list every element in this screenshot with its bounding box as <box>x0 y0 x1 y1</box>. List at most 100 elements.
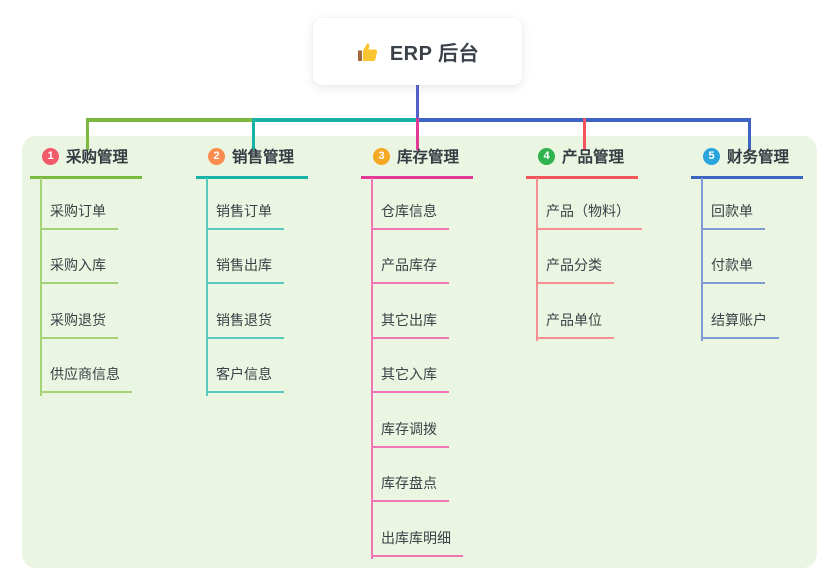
leaf-label: 结算账户 <box>711 311 767 328</box>
branch-node[interactable]: 1 采购管理 <box>30 145 143 179</box>
root-node[interactable]: ERP 后台 <box>313 18 522 85</box>
branch-children: 采购订单采购入库采购退货供应商信息 <box>30 175 132 393</box>
branch-children: 销售订单销售出库销售退货客户信息 <box>196 175 284 393</box>
branch-node[interactable]: 3 库存管理 <box>361 145 474 179</box>
branch-label: 采购管理 <box>66 149 129 166</box>
thumbs-up-icon <box>356 40 380 64</box>
leaf-node[interactable]: 其它出库 <box>361 284 463 339</box>
root-title: ERP 后台 <box>389 43 480 65</box>
leaf-label: 供应商信息 <box>50 366 120 382</box>
branch-label: 财务管理 <box>727 149 790 166</box>
leaf-underline: 客户信息 <box>206 364 284 393</box>
leaf-label: 采购退货 <box>50 311 106 328</box>
leaf-label: 产品单位 <box>546 311 602 328</box>
leaf-underline: 采购订单 <box>40 201 118 230</box>
leaf-node[interactable]: 销售退货 <box>196 284 284 339</box>
leaf-label: 其它入库 <box>381 366 437 382</box>
leaf-underline: 结算账户 <box>701 310 779 339</box>
leaf-node[interactable]: 采购退货 <box>30 284 132 339</box>
leaf-node[interactable]: 销售订单 <box>196 175 284 230</box>
leaf-underline: 采购退货 <box>40 310 118 339</box>
leaf-node[interactable]: 产品单位 <box>526 284 642 339</box>
bus-segment-2 <box>252 118 419 122</box>
root-drop-line <box>416 85 419 121</box>
branch-children: 仓库信息产品库存其它出库其它入库库存调拨库存盘点出库库明细 <box>361 175 463 557</box>
branch-column: 1 采购管理 采购订单采购入库采购退货供应商信息 <box>30 145 190 396</box>
branch-number-badge: 1 <box>42 147 59 165</box>
branch-connector-line <box>206 178 208 396</box>
branches-panel <box>22 136 817 568</box>
branch-number-badge: 5 <box>703 147 720 165</box>
branch-node[interactable]: 5 财务管理 <box>691 145 804 179</box>
leaf-node[interactable]: 回款单 <box>691 175 779 230</box>
leaf-node[interactable]: 采购订单 <box>30 175 132 230</box>
leaf-node[interactable]: 产品（物料） <box>526 175 642 230</box>
branch-number-badge: 4 <box>538 147 555 165</box>
leaf-node[interactable]: 其它入库 <box>361 339 463 393</box>
branch-node[interactable]: 2 销售管理 <box>196 145 309 179</box>
branch-column: 2 销售管理 销售订单销售出库销售退货客户信息 <box>196 145 356 396</box>
leaf-node[interactable]: 仓库信息 <box>361 175 463 230</box>
leaf-underline: 库存调拨 <box>371 419 449 448</box>
leaf-node[interactable]: 付款单 <box>691 230 779 284</box>
leaf-label: 产品分类 <box>546 257 602 273</box>
branch-label: 销售管理 <box>232 149 295 166</box>
branch-drop-line <box>86 118 89 150</box>
leaf-node[interactable]: 销售出库 <box>196 230 284 284</box>
branch-number-badge: 2 <box>208 147 225 165</box>
leaf-label: 产品（物料） <box>546 202 630 219</box>
leaf-label: 销售订单 <box>216 202 272 219</box>
leaf-label: 销售出库 <box>216 257 272 273</box>
branch-column: 4 产品管理 产品（物料） 产品分类产品单位 <box>526 145 686 341</box>
branch-connector-line <box>701 178 703 341</box>
leaf-underline: 产品单位 <box>536 310 614 339</box>
leaf-underline: 其它出库 <box>371 310 449 339</box>
leaf-node[interactable]: 产品库存 <box>361 230 463 284</box>
leaf-underline: 采购入库 <box>40 255 118 284</box>
leaf-underline: 销售订单 <box>206 201 284 230</box>
leaf-underline: 销售出库 <box>206 255 284 284</box>
leaf-label: 付款单 <box>711 257 753 273</box>
leaf-node[interactable]: 采购入库 <box>30 230 132 284</box>
leaf-underline: 产品分类 <box>536 255 614 284</box>
leaf-label: 回款单 <box>711 202 753 219</box>
leaf-node[interactable]: 客户信息 <box>196 339 284 393</box>
branch-drop-line <box>416 118 419 150</box>
branch-connector-line <box>536 178 538 341</box>
leaf-underline: 其它入库 <box>371 364 449 393</box>
branch-drop-line <box>583 118 586 150</box>
leaf-node[interactable]: 供应商信息 <box>30 339 132 393</box>
leaf-node[interactable]: 库存盘点 <box>361 448 463 502</box>
leaf-underline: 产品（物料） <box>536 201 642 230</box>
leaf-underline: 仓库信息 <box>371 201 449 230</box>
leaf-node[interactable]: 产品分类 <box>526 230 642 284</box>
leaf-underline: 付款单 <box>701 255 765 284</box>
leaf-label: 客户信息 <box>216 366 272 382</box>
leaf-underline: 销售退货 <box>206 310 284 339</box>
leaf-node[interactable]: 结算账户 <box>691 284 779 339</box>
leaf-underline: 出库库明细 <box>371 528 463 557</box>
branch-column: 5 财务管理 回款单付款单结算账户 <box>691 145 839 341</box>
leaf-label: 采购入库 <box>50 257 106 273</box>
branch-children: 产品（物料） 产品分类产品单位 <box>526 175 642 339</box>
branch-number-badge: 3 <box>373 147 390 165</box>
leaf-underline: 库存盘点 <box>371 473 449 502</box>
branch-label: 产品管理 <box>562 149 625 166</box>
leaf-node[interactable]: 库存调拨 <box>361 393 463 448</box>
leaf-label: 采购订单 <box>50 202 106 219</box>
branch-drop-line <box>252 118 255 150</box>
branch-connector-line <box>40 178 42 396</box>
leaf-label: 库存调拨 <box>381 420 437 437</box>
branch-children: 回款单付款单结算账户 <box>691 175 779 339</box>
leaf-node[interactable]: 出库库明细 <box>361 502 463 557</box>
leaf-label: 仓库信息 <box>381 202 437 219</box>
leaf-underline: 供应商信息 <box>40 364 132 393</box>
leaf-label: 产品库存 <box>381 257 437 273</box>
leaf-label: 出库库明细 <box>381 529 451 546</box>
branch-drop-line <box>748 118 751 150</box>
branch-node[interactable]: 4 产品管理 <box>526 145 639 179</box>
leaf-label: 销售退货 <box>216 311 272 328</box>
leaf-underline: 回款单 <box>701 201 765 230</box>
leaf-label: 库存盘点 <box>381 475 437 491</box>
